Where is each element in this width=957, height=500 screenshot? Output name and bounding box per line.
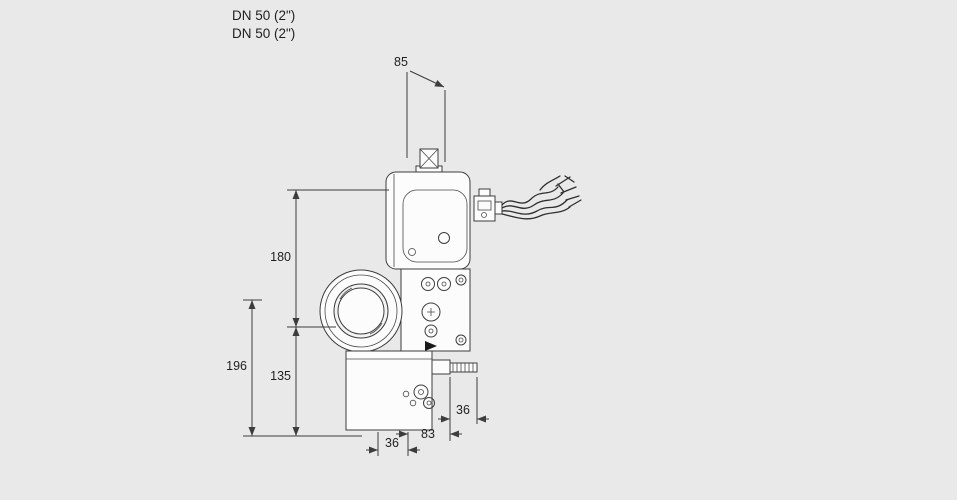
flow-direction-arrow [425,341,437,351]
dimension-bottom-center: 83 [396,377,462,441]
dim-bottom-left-label: 36 [385,436,399,450]
dimension-bottom-right: 36 [438,377,489,424]
dimension-lower-height: 135 [243,327,362,437]
regulator-block [345,350,478,431]
valve-assembly [319,148,582,431]
dim-lower-height-label: 135 [270,369,291,383]
dim-bottom-center-label: 83 [421,427,435,441]
wires [501,175,582,220]
dimension-bottom-left: 36 [366,432,420,456]
adjustment-screw [421,302,441,322]
dim-overall-height-label: 196 [226,359,247,373]
dim-bottom-right-label: 36 [456,403,470,417]
product-label-line1: DN 50 (2") [232,8,295,23]
inlet-flange [319,269,403,353]
product-label-line2: DN 50 (2") [232,26,295,41]
dim-top-width-label: 85 [394,55,408,69]
dim-upper-height-label: 180 [270,250,291,264]
valve-body [400,268,471,352]
actuator [385,148,471,270]
cable-connector [473,175,582,222]
dimension-top-width: 85 [394,55,446,162]
test-nipple [431,359,478,375]
cable-gland [494,201,503,215]
dimension-overall-height: 196 [226,299,262,436]
actuator-screw [438,232,450,244]
